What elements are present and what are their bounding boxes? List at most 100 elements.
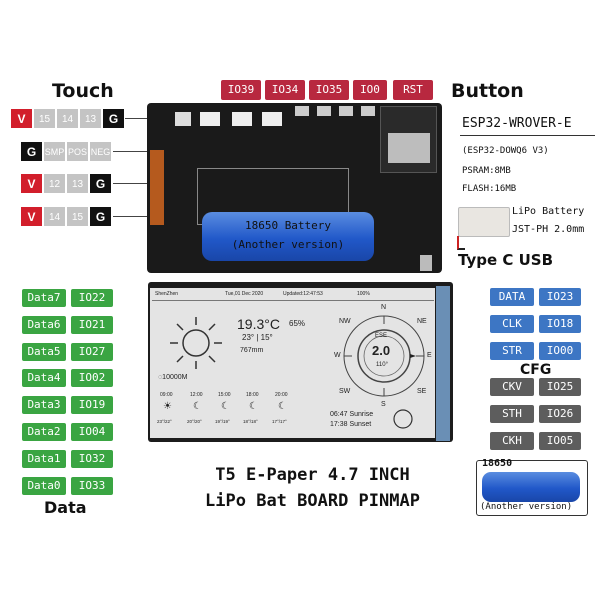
compass-n: N: [381, 304, 387, 311]
ep-visibility-value: 10000M: [162, 374, 188, 381]
wind-angle: 110°: [376, 362, 388, 368]
data-line-label: Data3: [22, 396, 66, 415]
compass-nw: NW: [339, 318, 351, 325]
data-gpio-label: IO19: [71, 396, 113, 415]
pin-v: V: [20, 173, 43, 194]
ep-sunrise: 06:47 Sunrise: [330, 411, 374, 418]
compass-e: E: [427, 352, 432, 359]
cfg-signal-label: STH: [490, 405, 534, 423]
touch-row-3: V 12 13 G: [20, 173, 112, 194]
ep-city: ShenZhen: [155, 291, 179, 297]
data-line-label: Data6: [22, 315, 66, 334]
cfg-title: CFG: [520, 362, 552, 378]
signal-label: STR: [490, 342, 534, 360]
forecast-time: 20:00: [275, 392, 288, 398]
connector-line: [113, 183, 153, 184]
data-gpio-label: IO32: [71, 449, 113, 468]
button-io35-label: IO35: [309, 80, 349, 100]
data-gpio-label: IO27: [71, 342, 113, 361]
epaper-edge: [436, 286, 450, 441]
button-rst-label: RST: [393, 80, 433, 100]
ep-updated: Updated:12:47:53: [283, 291, 323, 297]
cfg-signal-label: CKH: [490, 432, 534, 450]
module-flash: FLASH:16MB: [462, 184, 517, 194]
cfg-gpio-label: IO05: [539, 432, 581, 450]
signal-gpio-label: IO00: [539, 342, 581, 360]
forecast-temp: 17°/17°: [272, 419, 287, 424]
ep-date: Tue,01 Dec 2020: [225, 291, 264, 297]
forecast-time: 15:00: [218, 392, 231, 398]
module-name: ESP32-WROVER-E: [462, 116, 572, 131]
pin-g: G: [102, 108, 125, 129]
tact-button: [317, 106, 331, 116]
pin-15: 15: [33, 108, 56, 129]
module-name-underline: [460, 135, 595, 136]
touch-title: Touch: [52, 80, 114, 102]
pin-14: 14: [56, 108, 79, 129]
connector-line: [125, 118, 155, 119]
module-psram: PSRAM:8MB: [462, 166, 511, 176]
data-gpio-label: IO33: [71, 476, 113, 495]
battery-18650: [202, 212, 374, 261]
signal-gpio-label: IO18: [539, 315, 581, 333]
button-io34-label: IO34: [265, 80, 305, 100]
cfg-gpio-label: IO25: [539, 378, 581, 396]
button-connector: [200, 112, 220, 126]
button-io39-label: IO39: [221, 80, 261, 100]
forecast-time: 18:00: [246, 392, 259, 398]
pin-v: V: [20, 206, 43, 227]
cfg-gpio-label: IO26: [539, 405, 581, 423]
connector-line: [113, 151, 153, 152]
fpc-connector: [150, 150, 164, 225]
pin-neg: NEG: [89, 141, 112, 162]
pin-pos: POS: [66, 141, 89, 162]
compass-w: W: [334, 352, 341, 359]
forecast-temp: 20°/20°: [187, 419, 202, 424]
ep-pressure: 767mm: [240, 347, 264, 354]
tact-button: [339, 106, 353, 116]
forecast-temp: 19°/19°: [215, 419, 230, 424]
module-variant: (ESP32-DOWQ6 V3): [462, 146, 549, 156]
battery-2-frame: [476, 460, 588, 516]
compass-s: S: [381, 401, 386, 408]
forecast-time: 12:00: [190, 392, 203, 398]
touch-row-1: V 15 14 13 G: [10, 108, 125, 129]
moon-small-icon: ☾: [221, 401, 230, 412]
tact-button: [361, 106, 375, 116]
lipo-battery: [458, 207, 510, 237]
battery-version: (Another version): [231, 238, 345, 251]
pin-12: 12: [43, 173, 66, 194]
signal-label: DATA: [490, 288, 534, 306]
pin-13: 13: [79, 108, 102, 129]
wind-speed: 2.0: [372, 343, 391, 358]
board-title-line2: LiPo Bat BOARD PINMAP: [205, 491, 420, 511]
board-title-line1: T5 E-Paper 4.7 INCH: [215, 465, 410, 485]
sun-icon: [170, 317, 222, 369]
pin-g: G: [89, 206, 112, 227]
ep-temperature: 19.3°C: [237, 316, 280, 332]
epaper-screen: [150, 288, 435, 438]
battery-2: [482, 472, 580, 502]
button-title: Button: [451, 80, 524, 102]
ep-hilo: 23° | 15°: [242, 333, 273, 342]
wind-direction: ESE: [375, 333, 388, 339]
ep-humidity: 65%: [289, 319, 306, 328]
moon-icon: [393, 409, 413, 429]
pin-14: 14: [43, 206, 66, 227]
visibility-icon: ◌: [158, 374, 163, 381]
battery-label: 18650 Battery: [244, 219, 332, 232]
touch-row-4: V 14 15 G: [20, 206, 112, 227]
moon-small-icon: ☾: [249, 401, 258, 412]
moon-small-icon: ☾: [193, 401, 202, 412]
pin-13: 13: [66, 173, 89, 194]
wind-compass: [343, 315, 425, 397]
data-gpio-label: IO21: [71, 315, 113, 334]
touch-connector: [175, 112, 191, 126]
tact-button: [295, 106, 309, 116]
lipo-wire: [457, 236, 465, 250]
signal-label: CLK: [490, 315, 534, 333]
forecast-time: 09:00: [160, 392, 173, 398]
moon-small-icon: ☾: [278, 401, 287, 412]
pin-15: 15: [66, 206, 89, 227]
button-connector: [232, 112, 252, 126]
